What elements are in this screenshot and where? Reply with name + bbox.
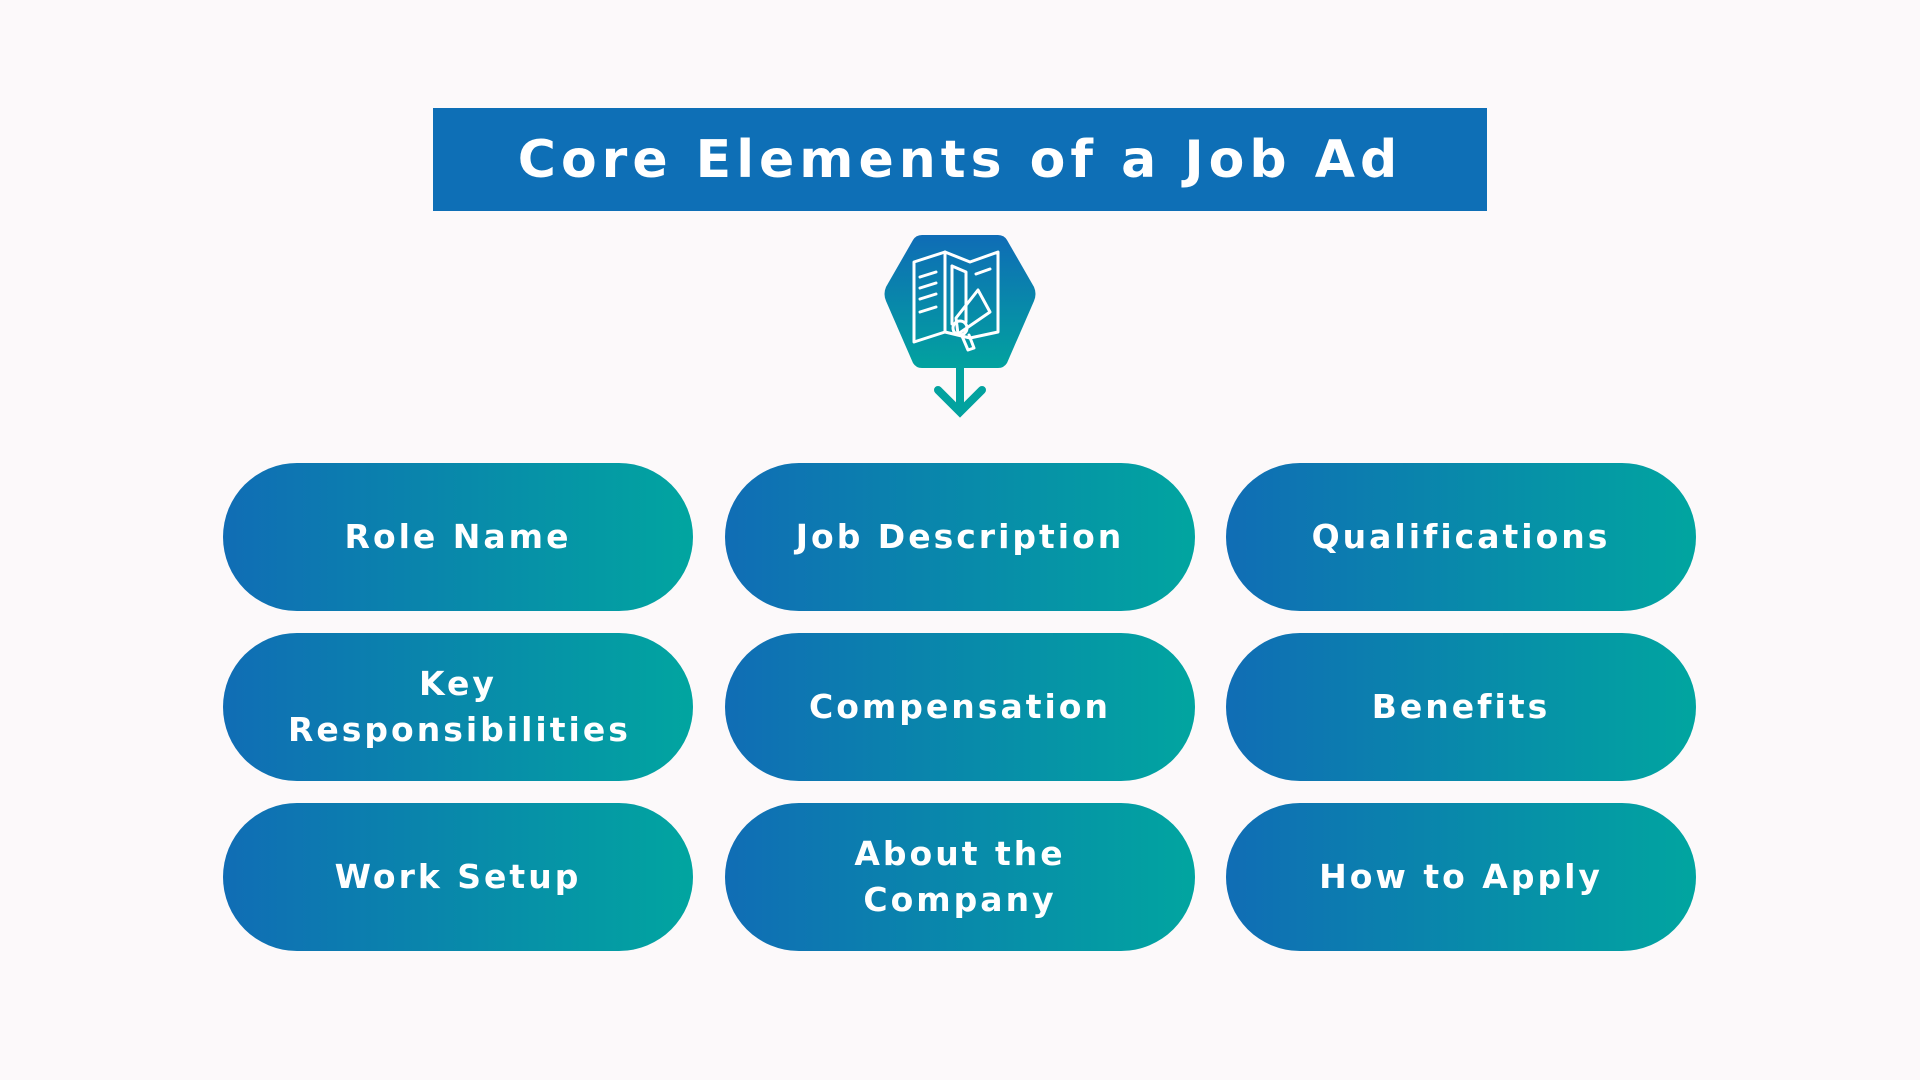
- job-ad-megaphone-icon: [884, 235, 1036, 418]
- element-label: Benefits: [1371, 686, 1551, 726]
- element-label: Role Name: [344, 516, 572, 556]
- element-about-the-company: About the Company: [725, 803, 1195, 951]
- element-work-setup: Work Setup: [223, 803, 693, 951]
- element-label: Work Setup: [334, 856, 582, 896]
- element-label: Compensation: [809, 686, 1111, 726]
- element-key-responsibilities: Key Responsibilities: [223, 633, 693, 781]
- element-job-description: Job Description: [725, 463, 1195, 611]
- element-role-name: Role Name: [223, 463, 693, 611]
- element-qualifications: Qualifications: [1226, 463, 1696, 611]
- element-compensation: Compensation: [725, 633, 1195, 781]
- element-label: Key Responsibilities: [288, 663, 631, 749]
- element-how-to-apply: How to Apply: [1226, 803, 1696, 951]
- element-label: Qualifications: [1311, 516, 1611, 556]
- element-label: How to Apply: [1319, 856, 1603, 896]
- element-benefits: Benefits: [1226, 633, 1696, 781]
- element-label: About the Company: [854, 833, 1066, 919]
- element-label: Job Description: [795, 516, 1125, 556]
- page-title: Core Elements of a Job Ad: [433, 108, 1487, 211]
